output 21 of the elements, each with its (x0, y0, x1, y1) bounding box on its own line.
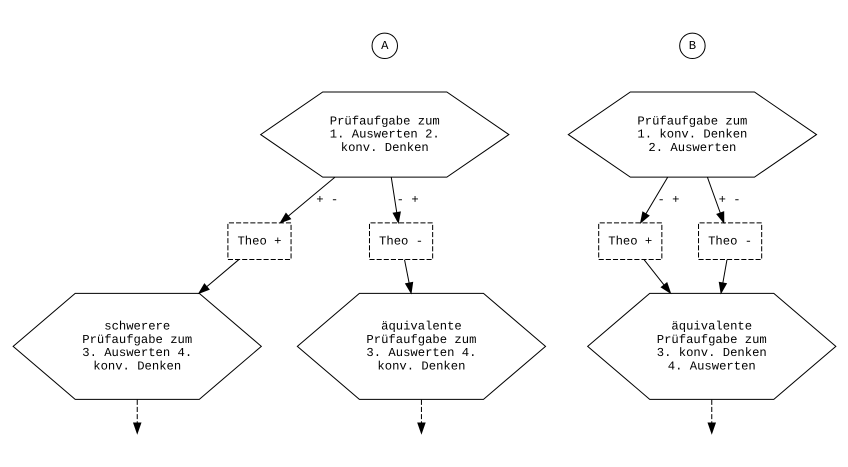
node-box: Theo - (368, 222, 433, 260)
arrow (278, 176, 335, 224)
node-box: Theo - (698, 222, 762, 260)
arrow (132, 400, 142, 435)
arrow (416, 400, 426, 435)
arrow (643, 259, 671, 294)
edge-label: - + (396, 193, 418, 208)
arrow (404, 260, 413, 295)
edge-label: + - (718, 193, 740, 208)
arrow (718, 260, 727, 295)
node-circle: B (678, 32, 706, 60)
arrow (390, 177, 400, 224)
edge-label: + - (316, 193, 338, 208)
arrow (639, 176, 668, 224)
edge-label: - + (656, 193, 679, 208)
arrow (706, 177, 724, 224)
node-box: Theo + (226, 222, 292, 260)
arrow (706, 400, 716, 435)
node-circle: A (371, 32, 398, 60)
node-box: Theo + (598, 222, 662, 260)
arrow (197, 259, 239, 294)
